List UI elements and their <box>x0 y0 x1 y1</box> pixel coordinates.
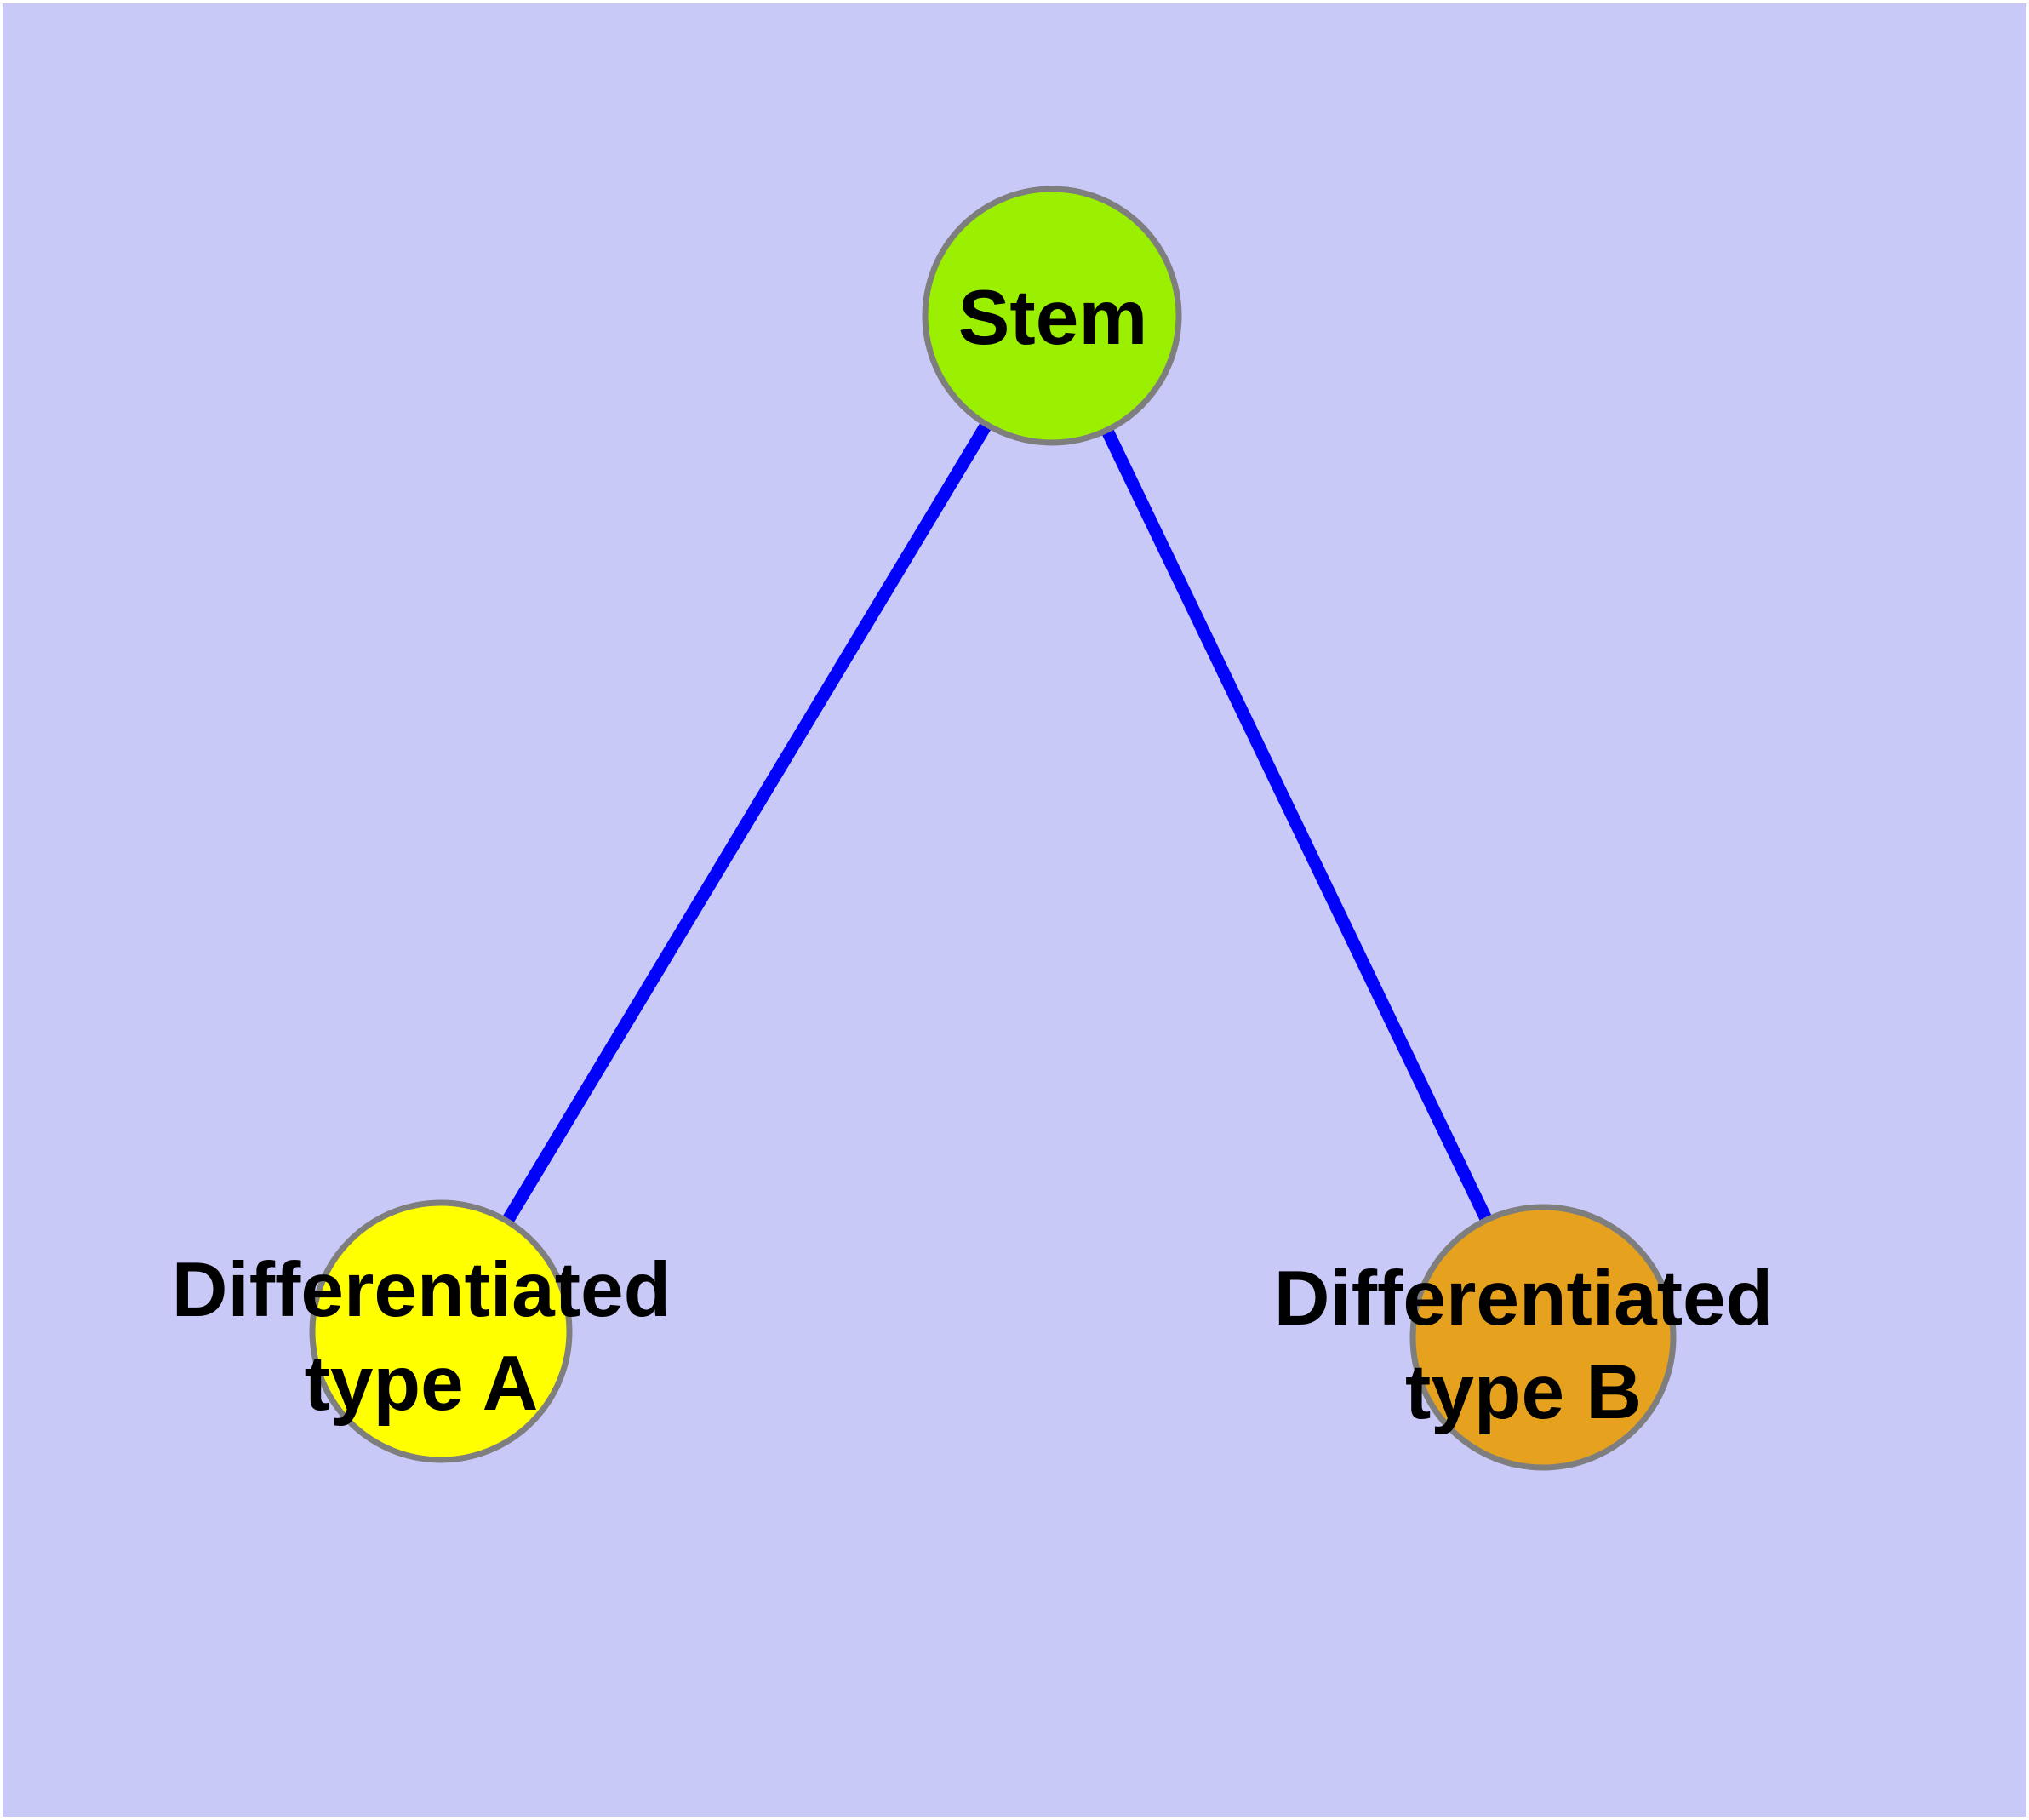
type-b-node-label-line2: type B <box>1405 1349 1642 1435</box>
type-b-node-circle <box>1409 1204 1677 1471</box>
edge-stem-to-type-a <box>435 312 1058 1335</box>
type-a-node-label-line2: type A <box>305 1341 539 1427</box>
type-a-node-circle <box>309 1199 573 1463</box>
edge-stem-to-type-b <box>1046 312 1549 1341</box>
stem-node-label: Stem <box>958 275 1148 361</box>
type-b-node-label-line1: Differentiated <box>1274 1256 1774 1342</box>
type-a-node-label-line1: Differentiated <box>172 1247 672 1333</box>
stem-node-circle <box>922 186 1182 446</box>
